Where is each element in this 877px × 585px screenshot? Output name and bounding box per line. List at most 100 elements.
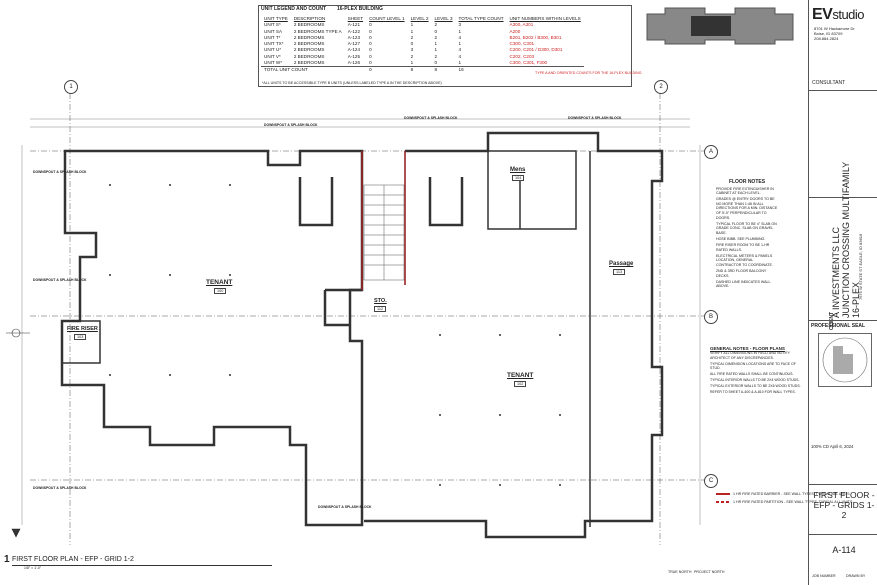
note-item: VERIFY ALL DIMENSIONS IN FIELD AND NOTIF…	[710, 351, 790, 360]
project-north-label: PROJECT NORTH	[694, 570, 725, 574]
legend-label: 1 HR FIRE RATED PARTITION - SEE WALL TYP…	[733, 500, 853, 504]
professional-seal	[818, 333, 872, 387]
grid-bubble-a: A	[704, 145, 718, 159]
unit-cell-total: 4	[458, 47, 462, 53]
room-passage-num: 113	[613, 269, 626, 275]
note-item: FIRE RISER ROOM TO BE 1-HR RATED WALLS.	[716, 243, 770, 252]
sheet-number: A-114	[832, 545, 856, 555]
unit-cell-total: 1	[458, 41, 462, 47]
legend-swatch-barrier	[716, 493, 730, 495]
col-total: TOTAL TYPE COUNT	[458, 16, 504, 21]
unit-cell-type: UNIT V*	[264, 53, 281, 59]
unit-cell-total: 4	[458, 34, 462, 40]
downspout-label: DOWNSPOUT & SPLASH BLOCK	[318, 505, 372, 509]
logo-sub: studio	[832, 7, 865, 22]
unit-cell-type: UNIT SA	[264, 28, 283, 34]
unit-cell-l1: 0	[369, 41, 372, 47]
room-passage: Passage	[609, 261, 634, 267]
total-l3: 8	[431, 66, 456, 74]
firm-logo: EVstudio	[812, 6, 865, 24]
tb-divider	[809, 484, 877, 485]
unit-cell-numbers: C200, C201 / D300, D301	[509, 47, 563, 53]
plan-scale: 1/8" = 1'-0"	[24, 566, 42, 570]
unit-cell-total: 3	[458, 22, 462, 28]
note-item: GRADES @ ENTRY DOORS TO BE NO MORE THAN …	[716, 197, 778, 220]
unit-cell-desc: 2 BEDROOMS TYPE A	[293, 28, 342, 34]
building-header: 16-PLEX BUILDING	[337, 6, 383, 12]
grid-bubble-1: 1	[64, 80, 78, 94]
grid-bubble-b: B	[704, 310, 718, 324]
tb-divider	[809, 90, 877, 91]
unit-cell-sheet: A-123	[347, 34, 361, 40]
address-line: Boise, ID 83709	[814, 31, 843, 36]
unit-cell-l1: 0	[369, 34, 372, 40]
project-address: 7675 W STATE ST EAGLE, ID 83616	[858, 233, 863, 300]
unit-cell-l3: 1	[434, 41, 438, 47]
unit-cell-l3: 1	[434, 47, 438, 53]
unit-cell-type: UNIT TX*	[264, 41, 284, 47]
fire-rated-walls	[361, 151, 406, 290]
logo-main: EV	[812, 6, 833, 23]
title-block	[808, 0, 877, 585]
tb-divider	[809, 534, 877, 535]
room-fire-riser: FIRE RISER	[67, 326, 98, 332]
tb-divider	[809, 197, 877, 198]
unit-cell-sheet: A-122	[347, 28, 361, 34]
total-l1: 0	[366, 66, 408, 74]
unit-cell-desc: 2 BEDROOMS	[293, 53, 325, 59]
unit-cell-numbers: C300, C301	[509, 41, 535, 47]
legend-swatch-partition	[716, 501, 730, 503]
unit-cell-l2: 3	[410, 47, 414, 53]
view-number: 1	[4, 554, 10, 565]
downspout-label: DOWNSPOUT & SPLASH BLOCK	[264, 123, 318, 127]
note-item: ALL FIRE RATED WALLS SHALL BE CONTINUOUS…	[710, 372, 794, 377]
unit-cell-l3: 0	[434, 28, 438, 34]
column-dots	[109, 184, 561, 486]
tb-divider	[809, 320, 877, 321]
total-count: 16	[455, 66, 507, 74]
room-storage-num: 112	[374, 306, 387, 312]
unit-cell-l2: 2	[410, 53, 414, 59]
unit-cell-desc: 2 BEDROOMS	[293, 47, 325, 53]
total-l2: 8	[407, 66, 432, 74]
plan-title-rule	[12, 565, 272, 566]
unit-cell-desc: 2 BEDROOMS	[293, 41, 325, 47]
unit-cell-l1: 0	[369, 28, 372, 34]
unit-cell-total: 4	[458, 53, 462, 59]
unit-cell-l2: 1	[410, 60, 414, 66]
section-markers	[6, 328, 30, 538]
room-tenant-right-num: 102	[514, 381, 527, 387]
unit-table: UNIT TYPE DESCRIPTION SHEET COUNT LEVEL …	[261, 16, 584, 74]
unit-legend-table: UNIT LEGEND AND COUNT 16-PLEX BUILDING U…	[258, 5, 632, 87]
unit-footnote: *ALL UNITS TO BE ACCESSIBLE TYPE B UNITS…	[262, 81, 442, 85]
note-item: 2ND & 3RD FLOOR BALCONY DECKS.	[716, 269, 767, 278]
consultant-label: CONSULTANT	[812, 80, 846, 86]
floor-notes-title: FLOOR NOTES	[728, 179, 766, 185]
unit-legend-header: UNIT LEGEND AND COUNT	[261, 6, 327, 12]
legend-label: 1 HR FIRE RATED BARRIER - SEE WALL TYPES…	[733, 492, 850, 496]
unit-cell-numbers: A200	[509, 28, 521, 34]
unit-cell-sheet: A-127	[347, 41, 361, 47]
unit-cell-l2: 1	[410, 28, 414, 34]
job-number-label: JOB NUMBER	[812, 574, 836, 578]
note-item: DASHED LINE INDICATES WALL ABOVE.	[716, 279, 771, 289]
unit-cell-desc: 2 BEDROOMS	[293, 22, 325, 28]
project-line-1: A INVESTMENTS LLC	[831, 226, 841, 318]
legend-row: 1 HR FIRE RATED PARTITION - SEE WALL TYP…	[716, 500, 852, 504]
unit-cell-desc: 2 BEDROOMS	[293, 34, 325, 40]
unit-cell-sheet: A-124	[347, 47, 361, 53]
note-item: TYPICAL EXTERIOR WALLS TO BE 2X6 WOOD ST…	[710, 383, 801, 388]
col-level2: LEVEL 2	[410, 16, 429, 21]
downspout-label: DOWNSPOUT & SPLASH BLOCK	[568, 116, 622, 120]
unit-cell-l2: 2	[410, 34, 414, 40]
general-notes-list: VERIFY ALL DIMENSIONS IN FIELD AND NOTIF…	[710, 351, 802, 394]
stair	[363, 184, 405, 281]
unit-cell-total: 1	[458, 60, 462, 66]
unit-cell-type: UNIT T*	[264, 34, 281, 40]
address-line: 208.884.2824	[814, 36, 839, 41]
unit-cell-numbers: C202, C203	[509, 53, 535, 59]
